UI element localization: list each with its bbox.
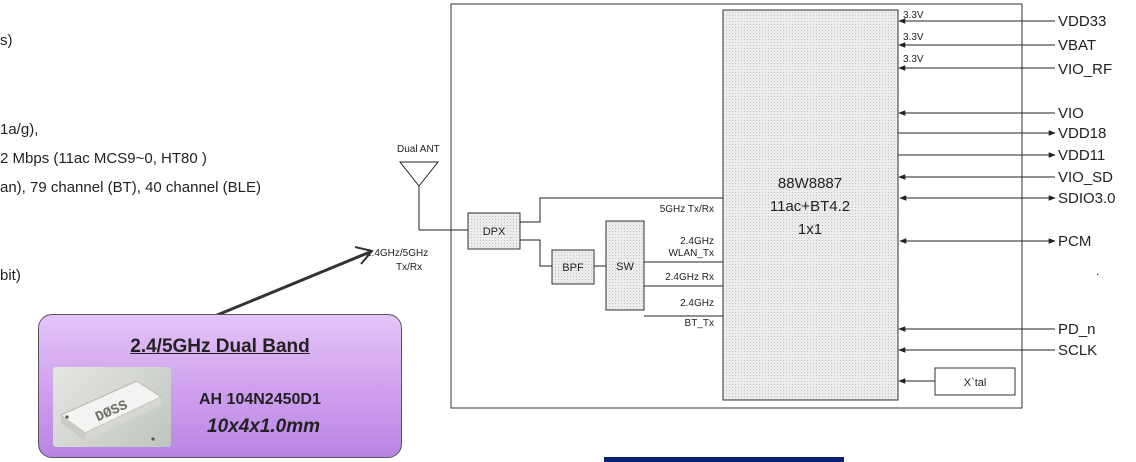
antenna-callout: 2.4/5GHz Dual Band DØSS AH 104N2450D1 10… (38, 314, 402, 458)
dpx-label: DPX (483, 226, 506, 238)
stray-dot: . (1096, 264, 1099, 278)
antenna-signal-label: 2.4GHz/5GHz (366, 248, 428, 259)
pin-vio-sd-label: VIO_SD (1058, 169, 1113, 186)
pin-vdd33-label: VDD33 (1058, 13, 1106, 30)
chip-mimo: 1x1 (798, 221, 822, 238)
bpf-label: BPF (562, 262, 584, 274)
dpx-block (467, 212, 521, 250)
callout-title: 2.4/5GHz Dual Band (130, 336, 310, 357)
chip-standard: 11ac+BT4.2 (770, 198, 850, 215)
pin-pd-n-label: PD_n (1058, 321, 1096, 338)
antenna-size: 10x4x1.0mm (207, 416, 321, 437)
pin-vdd11-label: VDD11 (1058, 147, 1105, 164)
antenna-signal-label-2: Tx/Rx (396, 262, 422, 273)
spec-text-line1: s) (0, 32, 13, 49)
pin-sclk-label: SCLK (1058, 342, 1097, 359)
antenna-part-number: AH 104N2450D1 (199, 391, 321, 408)
module-outline (450, 3, 1023, 409)
pin-pcm-label: PCM (1058, 233, 1091, 250)
pin-sdio-label: SDIO3.0 (1058, 190, 1116, 207)
footer-bar (604, 457, 844, 462)
antenna-chip-photo: DØSS (53, 367, 171, 447)
port-rx-24-label: 2.4GHz Rx (665, 272, 714, 283)
port-bt-tx-label: 2.4GHz (680, 298, 714, 309)
port-wlan-tx-label-2: WLAN_Tx (668, 248, 714, 259)
xtal-block (934, 367, 1016, 396)
port-5ghz-label: 5GHz Tx/Rx (660, 204, 714, 215)
voltage-label-2: 3.3V (903, 32, 924, 43)
voltage-label-3: 3.3V (903, 54, 924, 65)
wire-dpx-bpf (520, 239, 552, 267)
spec-text-line5: bit) (0, 267, 21, 284)
spec-text-line2: 1a/g), (0, 121, 38, 138)
callout-pointer-arrow (209, 250, 371, 320)
spec-text-line3: 2 Mbps (11ac MCS9~0, HT80 ) (0, 150, 207, 167)
callout-pointer-arrowhead (354, 246, 374, 265)
pin-vio-rf-label: VIO_RF (1058, 61, 1112, 78)
pin-vio-label: VIO (1058, 105, 1084, 122)
chip-name: 88W8887 (778, 175, 842, 192)
pin-vbat-label: VBAT (1058, 37, 1096, 54)
port-bt-tx-label-2: BT_Tx (685, 318, 714, 329)
pin-vdd18-label: VDD18 (1058, 125, 1106, 142)
chip-block (722, 9, 899, 401)
port-wlan-tx-label: 2.4GHz (680, 236, 714, 247)
spec-text-line4: an), 79 channel (BT), 40 channel (BLE) (0, 179, 261, 196)
antenna-label: Dual ANT (397, 144, 440, 155)
xtal-label: X`tal (964, 377, 987, 389)
wire-5ghz (520, 197, 723, 223)
sw-block (605, 220, 645, 311)
voltage-label-1: 3.3V (903, 10, 924, 21)
sw-label: SW (616, 261, 634, 273)
antenna-icon (398, 161, 440, 187)
bpf-block (551, 249, 595, 285)
